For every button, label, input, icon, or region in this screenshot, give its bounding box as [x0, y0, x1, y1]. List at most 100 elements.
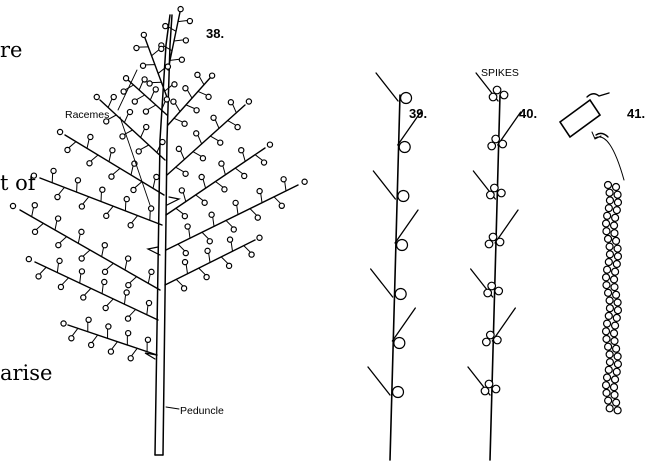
spikelet-circle — [210, 73, 215, 78]
figure-number-40: 40. — [519, 106, 537, 121]
spikelet-circle — [126, 331, 131, 336]
spikelet-circle — [488, 282, 496, 290]
spikelet-circle — [485, 240, 493, 248]
spikelet-circle — [131, 187, 136, 192]
spikelet-circle — [36, 274, 41, 279]
racemes-label: Racemes — [65, 109, 109, 121]
spikelet-circle — [487, 191, 495, 199]
spikelet-circle — [32, 229, 37, 234]
spikelet-circle — [612, 322, 619, 329]
pedicel — [140, 145, 148, 150]
spikelet-circle — [235, 125, 240, 130]
spikelet-circle — [123, 76, 128, 81]
spikelet-circle — [179, 188, 184, 193]
spikelet-circle — [613, 184, 620, 191]
spikelet-circle — [179, 57, 184, 62]
spikelet-circle — [202, 200, 207, 205]
spikelet-circle — [611, 276, 618, 283]
spikelet-circle — [397, 240, 408, 251]
pedicel — [102, 247, 104, 256]
spikelet-circle — [55, 194, 60, 199]
spikelet-circle — [603, 274, 610, 281]
spikelet-circle — [195, 72, 200, 77]
spikelet-circle — [140, 63, 145, 68]
spikelet-circle — [604, 374, 611, 381]
spikelet-circle — [492, 385, 500, 393]
spikelet-circle — [489, 93, 497, 101]
pedicel — [250, 209, 257, 216]
spikelet-circle — [605, 343, 612, 350]
spikelet-circle — [51, 168, 56, 173]
spikelet-circle — [605, 259, 612, 266]
pedicel — [62, 278, 69, 285]
spikelet-circle — [233, 200, 238, 205]
peduncle-label: Peduncle — [180, 405, 224, 417]
spikelet-circle — [611, 222, 618, 229]
figure-number-39: 39. — [409, 106, 427, 121]
pedicel — [226, 220, 233, 227]
pedicel — [215, 120, 219, 129]
spikelet-circle — [176, 146, 181, 151]
spikelet-circle — [109, 174, 114, 179]
pedicel — [83, 250, 90, 256]
spikelet-circle — [58, 284, 63, 289]
pedicel — [130, 277, 137, 283]
pedicel — [183, 192, 186, 201]
pedicel — [203, 179, 206, 188]
pedicel — [72, 328, 78, 336]
spikelet-circle — [124, 196, 129, 201]
spikelet-circle — [606, 189, 613, 196]
pedicel — [36, 223, 43, 229]
rachis-segment — [560, 100, 600, 137]
spikelet-circle — [171, 99, 176, 104]
pedicel — [32, 207, 34, 216]
spikelet-circle — [81, 295, 86, 300]
pedicel — [244, 246, 251, 253]
pedicel — [60, 237, 67, 243]
spikelet-circle — [146, 300, 151, 305]
spikelet-circle — [219, 161, 224, 166]
pedicel — [125, 261, 127, 270]
spikelet-circle — [145, 337, 150, 342]
spikelet-circle — [181, 286, 186, 291]
pedicel — [55, 221, 57, 230]
pedicel — [178, 21, 187, 22]
spikelet-circle — [605, 289, 612, 296]
pedicel — [136, 95, 144, 100]
spikelet-circle — [613, 314, 620, 321]
spikelet-circle — [32, 203, 37, 208]
spikelet-circle — [185, 224, 190, 229]
spikelet-circle — [487, 331, 495, 339]
spikelet-circle — [102, 269, 107, 274]
spikelet-circle — [613, 261, 620, 268]
spikelet-circle — [102, 243, 107, 248]
spikelet-circle — [26, 257, 31, 262]
spikelet-circle — [604, 212, 611, 219]
spikelet-circle — [614, 361, 621, 368]
spikelet-circle — [498, 189, 506, 197]
pedicel — [223, 166, 226, 175]
spikelet-circle — [149, 206, 154, 211]
spikelet-circle — [611, 230, 618, 237]
pedicel — [131, 166, 133, 175]
spikelet-circle — [612, 376, 619, 383]
pedicel — [58, 187, 64, 194]
rachis-segment-tip — [587, 93, 609, 97]
spikelet-circle — [136, 149, 141, 154]
bristle — [392, 308, 415, 341]
spikelet-circle — [57, 129, 62, 134]
panicle-drawing-38 — [10, 7, 307, 456]
spikelet-circle — [606, 197, 613, 204]
spikelet-circle — [399, 142, 410, 153]
raceme-axis — [65, 135, 164, 195]
pedicel — [57, 263, 58, 272]
spikelet-circle — [606, 251, 613, 258]
spikelet-circle — [606, 359, 613, 366]
spikelet-circle — [393, 387, 404, 398]
pedicel — [243, 152, 246, 161]
spikelet-circle — [56, 216, 61, 221]
spikelet-circle — [88, 134, 93, 139]
spikelet-circle — [492, 135, 500, 143]
